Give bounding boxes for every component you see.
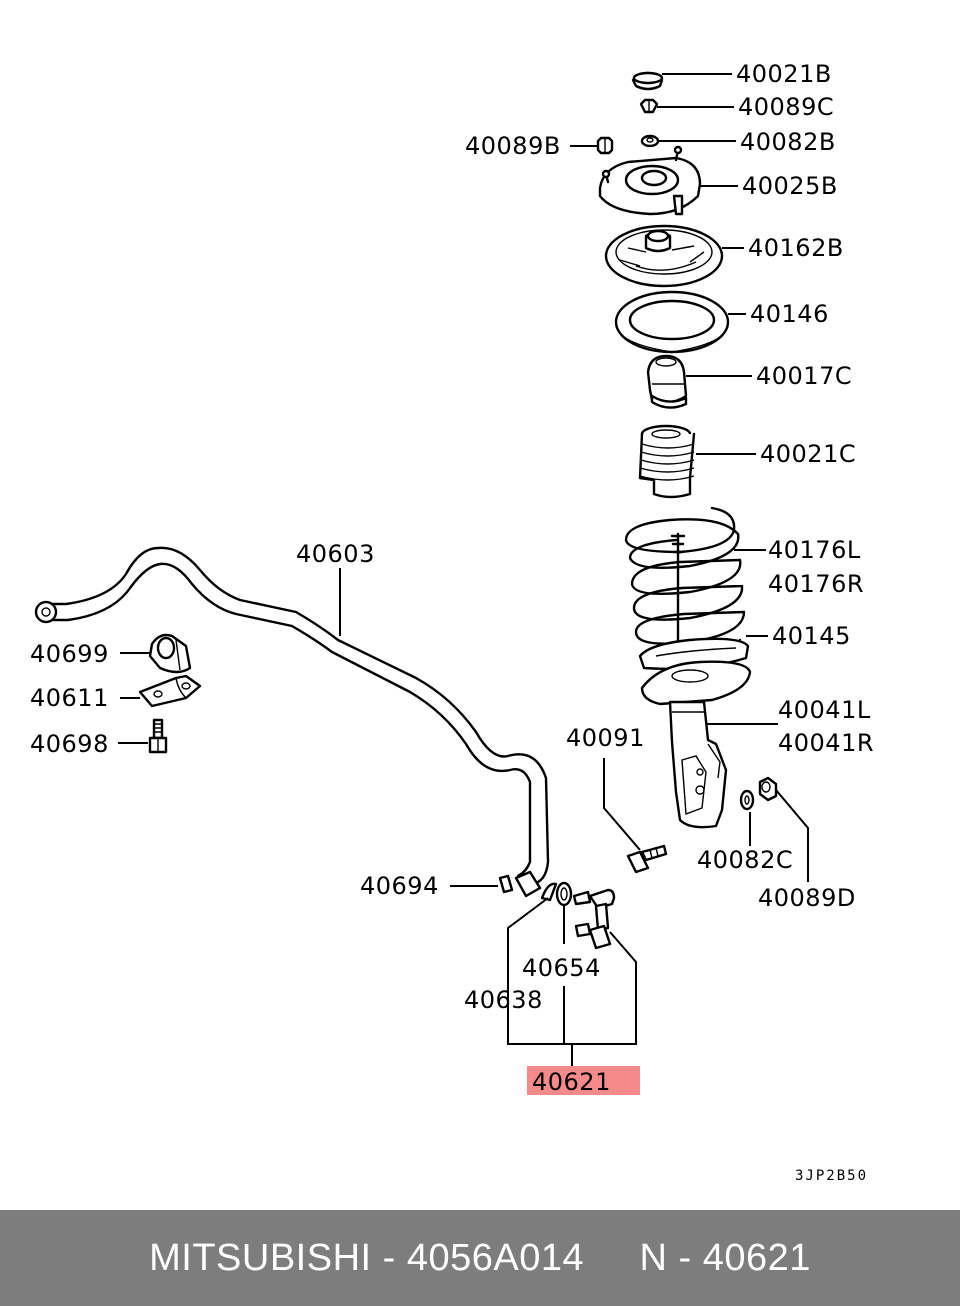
parts-diagram: 40021B 40089C 40082B 40089B 40025B bbox=[30, 60, 874, 1184]
label-40091: 40091 bbox=[566, 724, 645, 752]
label-40021C: 40021C bbox=[760, 440, 856, 468]
label-40025B: 40025B bbox=[742, 172, 838, 200]
highlight-box bbox=[527, 1066, 640, 1095]
nut-part-40089C bbox=[639, 98, 659, 114]
label-40082C: 40082C bbox=[697, 846, 793, 874]
ref-prefix: N bbox=[639, 1236, 668, 1279]
separator-2: - bbox=[667, 1236, 703, 1279]
label-40603: 40603 bbox=[296, 540, 375, 568]
label-40699: 40699 bbox=[30, 640, 109, 668]
label-40654: 40654 bbox=[522, 954, 601, 982]
washer-part-40082C bbox=[739, 789, 755, 811]
footer-bar: MITSUBISHI - 4056A014 N - 40621 bbox=[0, 1210, 960, 1306]
strut-mount-part bbox=[598, 145, 702, 216]
dust-cap-part bbox=[631, 71, 664, 91]
label-40621-highlighted[interactable]: 40621 bbox=[532, 1068, 611, 1096]
bushing-part-40694 bbox=[498, 874, 514, 894]
seat-ring-part-40146 bbox=[614, 290, 730, 354]
washer-part-40082B bbox=[640, 134, 660, 148]
diagram-code: 3JP2B50 bbox=[795, 1168, 868, 1184]
leader-40091 bbox=[603, 758, 641, 851]
part-number: 4056A014 bbox=[406, 1236, 585, 1279]
label-40089C: 40089C bbox=[738, 93, 834, 121]
label-40611: 40611 bbox=[30, 684, 109, 712]
label-40021B: 40021B bbox=[736, 60, 832, 88]
label-40017C: 40017C bbox=[756, 362, 852, 390]
nut-part-40089B bbox=[596, 136, 614, 155]
spacer bbox=[584, 1237, 639, 1280]
bushing-part-40699 bbox=[148, 633, 192, 674]
label-40638: 40638 bbox=[464, 986, 543, 1014]
label-40694: 40694 bbox=[360, 872, 439, 900]
bump-stopper-part bbox=[646, 354, 688, 409]
brand-name: MITSUBISHI bbox=[149, 1236, 372, 1279]
label-40082B: 40082B bbox=[740, 128, 836, 156]
label-40146: 40146 bbox=[750, 300, 829, 328]
label-40041R: 40041R bbox=[778, 729, 874, 757]
label-40698: 40698 bbox=[30, 730, 109, 758]
label-40089B: 40089B bbox=[465, 132, 561, 160]
label-40176L: 40176L bbox=[768, 536, 861, 564]
stabilizer-link-part bbox=[540, 881, 616, 950]
spring-seat-part-40162B bbox=[604, 224, 724, 288]
ref-number: 40621 bbox=[702, 1236, 811, 1279]
label-40041L: 40041L bbox=[778, 696, 871, 724]
leader-40089D bbox=[775, 789, 809, 882]
bracket-part-40611 bbox=[138, 674, 202, 708]
label-40162B: 40162B bbox=[748, 234, 844, 262]
label-40176R: 40176R bbox=[768, 570, 864, 598]
bolt-part-40091 bbox=[626, 844, 668, 874]
nut-part-40089D bbox=[758, 776, 778, 802]
separator: - bbox=[371, 1236, 407, 1279]
stabilizer-bar-part bbox=[34, 546, 550, 898]
label-40089D: 40089D bbox=[758, 884, 856, 912]
bolt-part-40698 bbox=[148, 718, 168, 754]
strut-assembly-part bbox=[640, 660, 752, 829]
label-40145: 40145 bbox=[772, 622, 851, 650]
dust-boot-part bbox=[638, 424, 696, 499]
